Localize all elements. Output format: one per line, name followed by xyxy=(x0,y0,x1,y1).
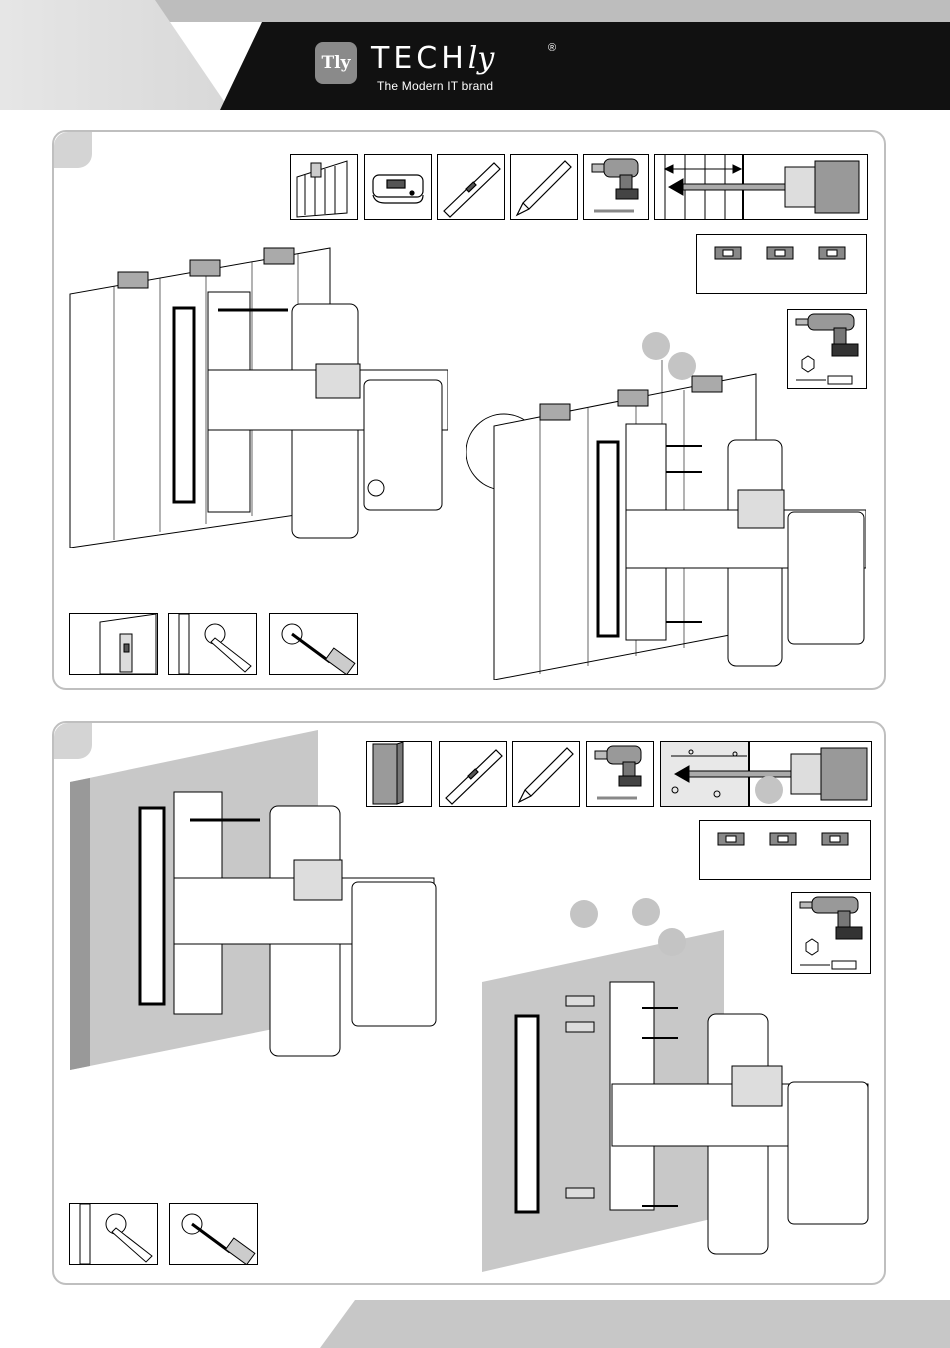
drill-hole-icon xyxy=(169,1203,258,1265)
concrete-wall-mounting-illustration xyxy=(70,730,440,1070)
wood-wall-icon xyxy=(290,154,358,220)
wood-wall-mounting-illustration xyxy=(68,244,448,548)
pencil-icon xyxy=(512,741,580,807)
drill-depth-icon xyxy=(654,154,868,220)
step-badge xyxy=(54,132,92,168)
mark-hole-icon xyxy=(69,1203,158,1265)
mark-hole-icon xyxy=(168,613,257,675)
footer-bar xyxy=(320,1300,950,1348)
spirit-level-icon xyxy=(439,741,507,807)
drill-icon xyxy=(583,154,649,220)
logo-mark: Tly xyxy=(315,42,357,84)
wordmark-main: TECH xyxy=(371,41,468,76)
stud-finder-icon xyxy=(364,154,432,220)
pencil-icon xyxy=(510,154,578,220)
concrete-wall-screw-illustration xyxy=(482,896,870,1272)
wood-wall-screw-illustration xyxy=(466,330,866,680)
drill-hole-icon xyxy=(269,613,358,675)
drill-icon xyxy=(586,741,654,807)
wall-level-check-icon xyxy=(69,613,158,675)
spirit-level-icon xyxy=(437,154,505,220)
registered-mark: ® xyxy=(548,42,556,54)
concrete-drill-depth-icon xyxy=(660,741,872,807)
hardware-box xyxy=(699,820,871,880)
hardware-box xyxy=(696,234,867,294)
brand-tagline: The Modern IT brand xyxy=(377,79,493,93)
brand-logo: Tly TECHly ® The Modern IT brand xyxy=(315,42,565,102)
logo-wordmark: TECHly xyxy=(371,42,494,76)
wordmark-script: ly xyxy=(468,41,495,76)
